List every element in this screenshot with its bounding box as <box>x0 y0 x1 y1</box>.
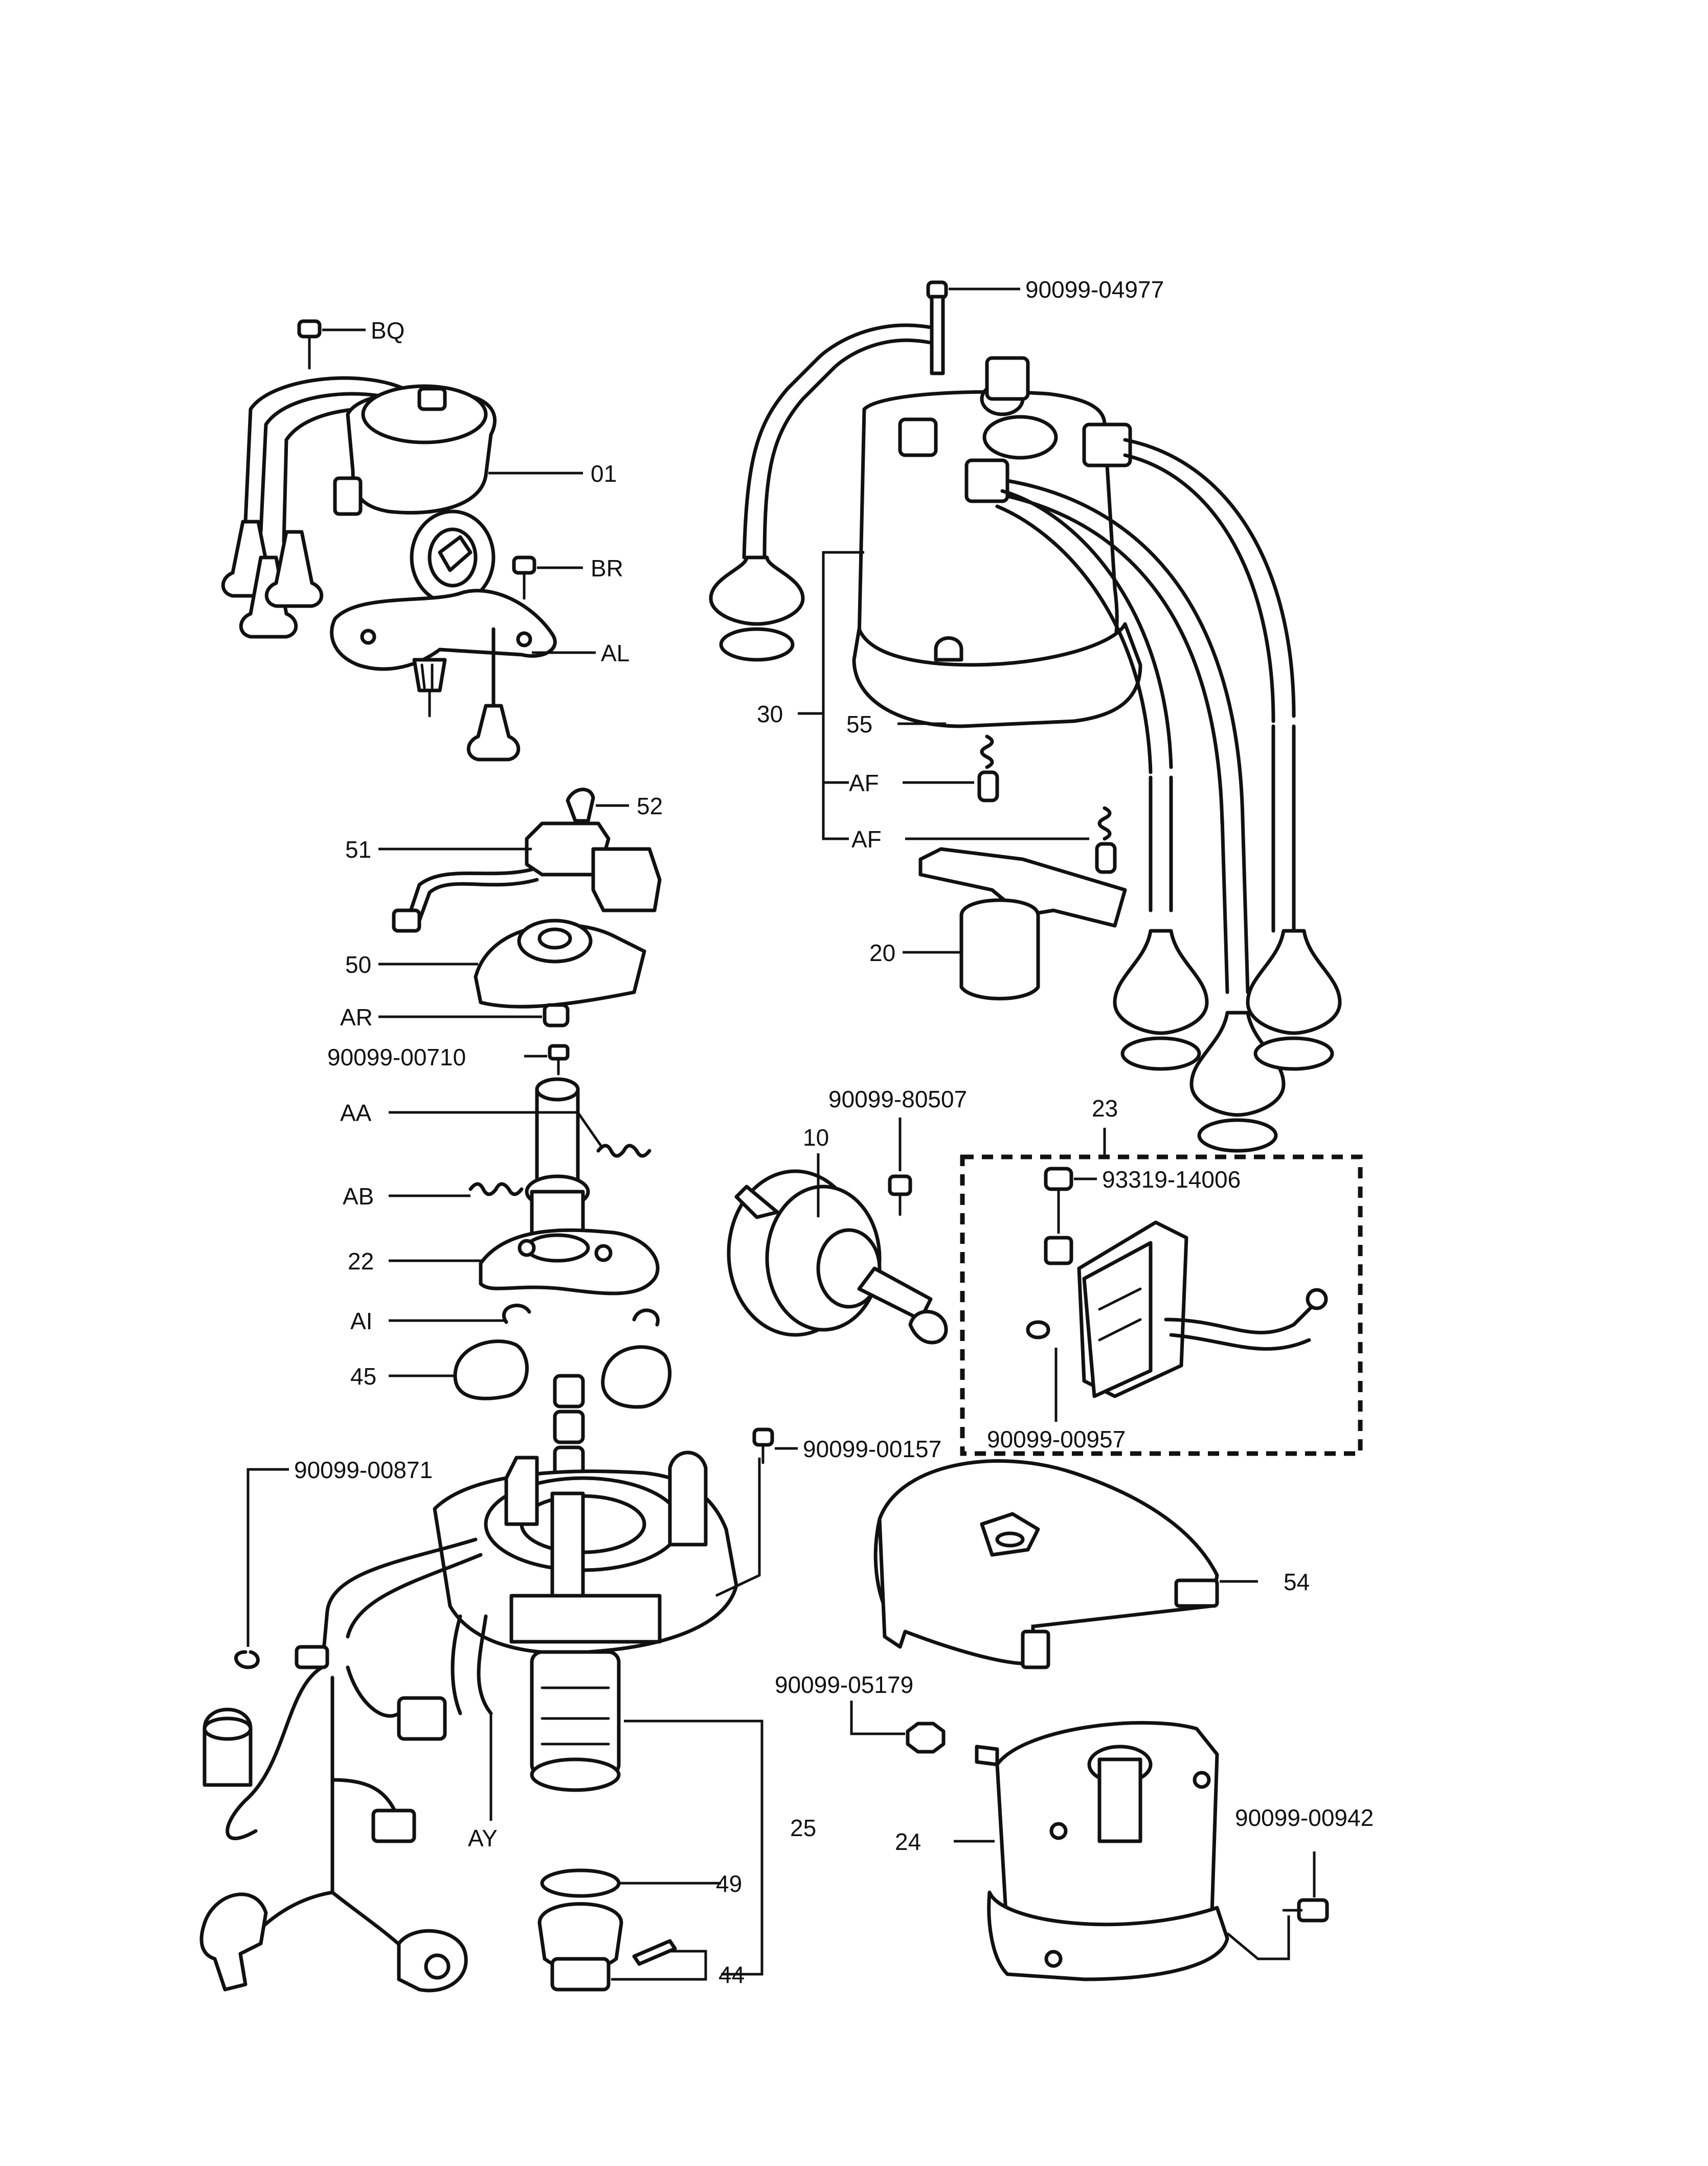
clamp-90099-00871 <box>234 1650 260 1669</box>
callout-22: 22 <box>348 1248 374 1275</box>
igniter-kit-23 <box>1026 1167 1328 1398</box>
clips-ai <box>502 1303 660 1327</box>
callout-90099-00957: 90099-00957 <box>987 1426 1126 1453</box>
callout-ab: AB <box>343 1183 374 1210</box>
spring-ab <box>468 1182 524 1196</box>
callout-af-upper: AF <box>849 770 879 796</box>
callout-01: 01 <box>591 460 617 487</box>
callout-ai: AI <box>350 1308 372 1334</box>
distributor-housing-25 <box>433 1374 738 1792</box>
distributor-assembly-01 <box>221 319 557 762</box>
callout-90099-00871: 90099-00871 <box>294 1457 433 1483</box>
callout-45: 45 <box>350 1363 376 1390</box>
housing-24 <box>975 1721 1229 1981</box>
nut-90099-05179 <box>906 1722 946 1754</box>
governor-shaft-22 <box>479 1077 660 1296</box>
screw-90099-00710 <box>548 1044 570 1076</box>
callout-30: 30 <box>757 701 783 727</box>
callout-25: 25 <box>790 1815 816 1841</box>
washer-ar <box>543 1003 570 1028</box>
distributor-cap-30 <box>852 280 1142 728</box>
spring-aa <box>596 1144 651 1158</box>
callout-bq: BQ <box>371 317 404 344</box>
bolt-90099-80507 <box>888 1174 912 1216</box>
spring-af-upper <box>977 734 999 802</box>
callout-44: 44 <box>718 1961 745 1988</box>
callout-90099-00157: 90099-00157 <box>803 1436 941 1462</box>
callout-90099-04977: 90099-04977 <box>1025 276 1164 303</box>
callout-52: 52 <box>637 793 663 819</box>
drive-gear-44 <box>537 1902 677 1992</box>
callout-93319-14006: 93319-14006 <box>1102 1166 1241 1193</box>
callout-al: AL <box>601 640 630 666</box>
callout-labels: BQ 01 BR AL 52 51 50 AR 90099-00710 AA A… <box>294 276 1374 1988</box>
igniter-kit-23-box <box>960 1154 1363 1456</box>
callout-ar: AR <box>340 1004 373 1031</box>
callout-50: 50 <box>345 951 371 978</box>
callout-24: 24 <box>895 1828 921 1855</box>
callout-90099-00942: 90099-00942 <box>1235 1804 1374 1831</box>
callout-55: 55 <box>846 711 872 738</box>
leader-lines <box>246 287 1316 1981</box>
callout-49: 49 <box>716 1870 742 1897</box>
callout-aa: AA <box>340 1100 372 1126</box>
igniter-harness-ay <box>199 1537 493 1993</box>
callout-af-lower: AF <box>851 826 882 853</box>
callout-23: 23 <box>1092 1095 1118 1122</box>
rotor-20 <box>918 847 1127 1000</box>
callout-20: 20 <box>869 940 895 966</box>
cap-wires <box>709 323 1342 1153</box>
callout-ay: AY <box>468 1825 498 1851</box>
callout-90099-80507: 90099-80507 <box>828 1086 967 1112</box>
vacuum-advance-10 <box>727 1169 948 1345</box>
screw-90099-00157 <box>752 1427 774 1464</box>
pickup-assembly-51 <box>392 788 662 933</box>
callout-10: 10 <box>803 1124 829 1151</box>
callout-90099-00710: 90099-00710 <box>327 1044 466 1070</box>
callout-54: 54 <box>1284 1569 1310 1595</box>
bolt-90099-00942 <box>1282 1898 1329 1923</box>
callout-br: BR <box>591 555 623 582</box>
dust-cover-54 <box>873 1459 1219 1669</box>
spring-af-lower <box>1095 806 1117 874</box>
callout-90099-05179: 90099-05179 <box>775 1671 913 1698</box>
governor-weights-45 <box>453 1339 672 1409</box>
o-ring-49 <box>540 1868 621 1898</box>
callout-51: 51 <box>345 836 371 863</box>
breaker-plate-50 <box>474 919 646 1009</box>
